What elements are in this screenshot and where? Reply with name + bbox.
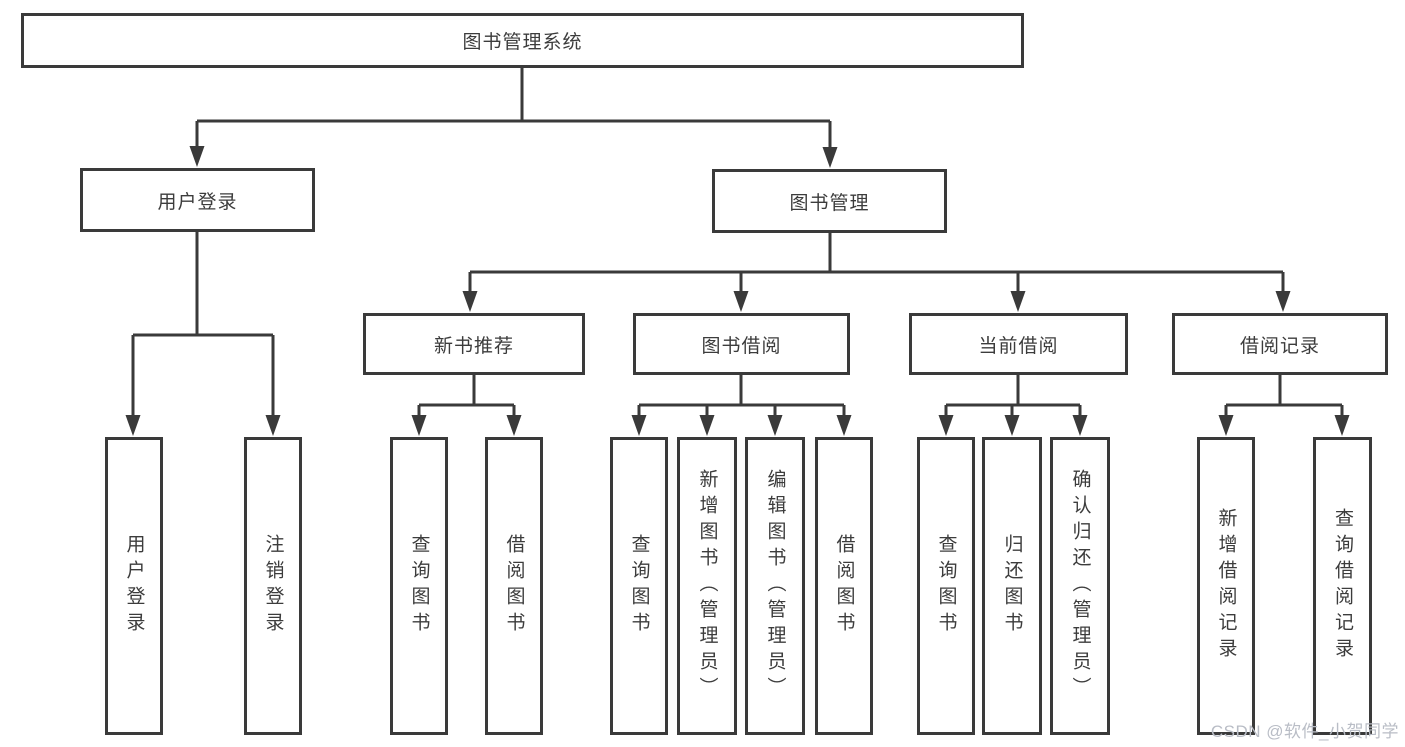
leaf-rec-borrow-books: 借阅图书 xyxy=(485,437,543,735)
leaf-current-return-books: 归还图书 xyxy=(982,437,1042,735)
leaf-current-confirm-return-admin: 确认归还（管理员） xyxy=(1050,437,1110,735)
leaf-rec-query-books: 查询图书 xyxy=(390,437,448,735)
node-current-borrow: 当前借阅 xyxy=(909,313,1128,375)
leaf-records-add-borrow-record: 新增借阅记录 xyxy=(1197,437,1255,735)
node-new-book-recommend: 新书推荐 xyxy=(363,313,585,375)
leaf-borrow-edit-books-admin: 编辑图书（管理员） xyxy=(745,437,805,735)
node-user-login: 用户登录 xyxy=(80,168,315,232)
leaf-logout: 注销登录 xyxy=(244,437,302,735)
node-book-management: 图书管理 xyxy=(712,169,947,233)
leaf-borrow-add-books-admin: 新增图书（管理员） xyxy=(677,437,737,735)
leaf-user-login: 用户登录 xyxy=(105,437,163,735)
leaf-borrow-borrow-books: 借阅图书 xyxy=(815,437,873,735)
node-root: 图书管理系统 xyxy=(21,13,1024,68)
csdn-watermark: CSDN @软件_小贺同学 xyxy=(1210,722,1399,741)
leaf-records-query-borrow-record: 查询借阅记录 xyxy=(1313,437,1372,735)
leaf-current-query-books: 查询图书 xyxy=(917,437,975,735)
node-borrow-records: 借阅记录 xyxy=(1172,313,1388,375)
node-book-borrow: 图书借阅 xyxy=(633,313,850,375)
leaf-borrow-query-books: 查询图书 xyxy=(610,437,668,735)
